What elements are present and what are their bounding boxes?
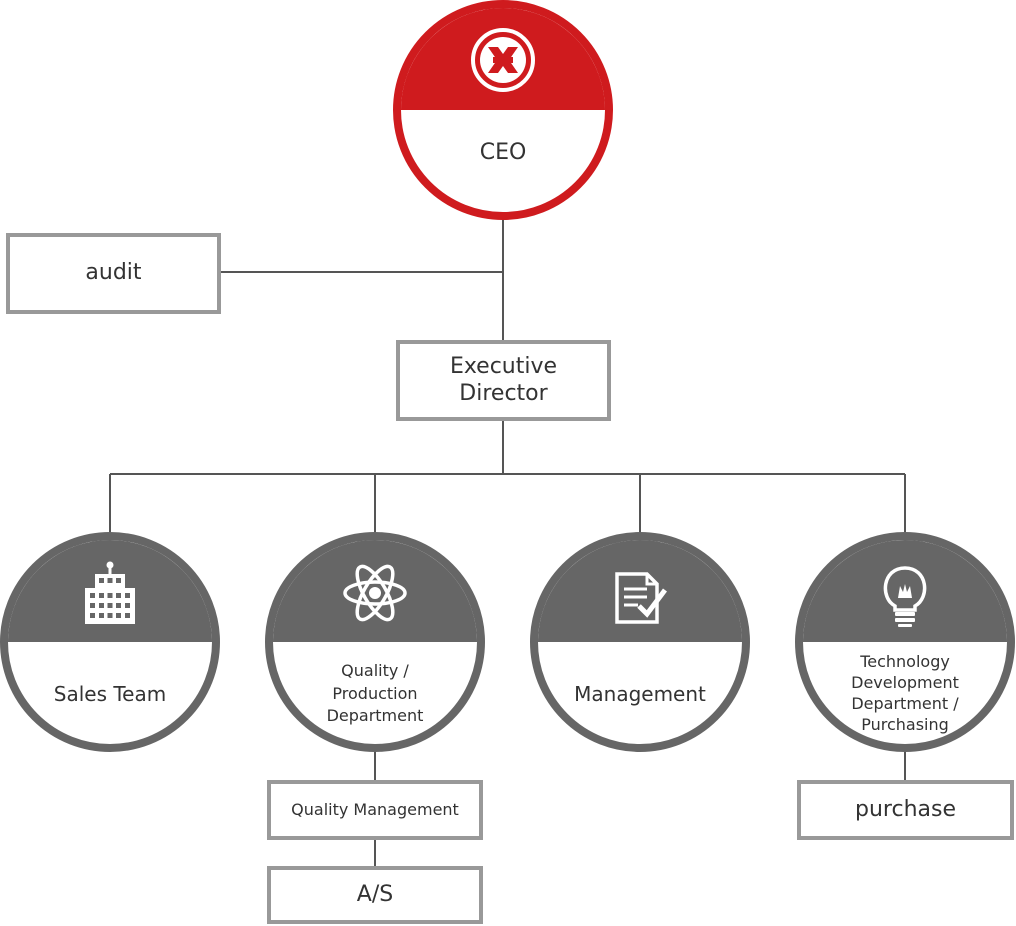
audit-box: audit (6, 233, 221, 314)
department-quality-production: Quality / Production Department (265, 532, 485, 752)
audit-label: audit (85, 260, 142, 286)
department-sales-team: Sales Team (0, 532, 220, 752)
quality-management-label: Quality Management (291, 800, 459, 820)
department-label: Sales Team (53, 681, 167, 706)
company-logo-icon (471, 28, 535, 92)
department-label: Quality / Production Department (326, 661, 424, 726)
department-label: Technology Development Department / Purc… (851, 652, 959, 734)
executive-director-box: Executive Director (396, 340, 611, 421)
purchase-label: purchase (855, 796, 956, 822)
as-box: A/S (267, 866, 483, 924)
building-icon (85, 561, 135, 624)
ceo-node: CEO (393, 0, 613, 220)
atom-icon (343, 564, 407, 622)
lightbulb-icon (883, 566, 927, 627)
department-label: Management (574, 681, 706, 706)
ceo-label: CEO (479, 139, 527, 165)
executive-director-label: Executive Director (449, 354, 558, 406)
as-label: A/S (356, 881, 394, 907)
department-management: Management (530, 532, 750, 752)
department-header (538, 540, 742, 642)
purchase-box: purchase (797, 780, 1014, 840)
quality-management-box: Quality Management (267, 780, 483, 840)
document-check-icon (615, 572, 667, 624)
department-technology-purchasing: Technology Development Department / Purc… (795, 532, 1015, 752)
